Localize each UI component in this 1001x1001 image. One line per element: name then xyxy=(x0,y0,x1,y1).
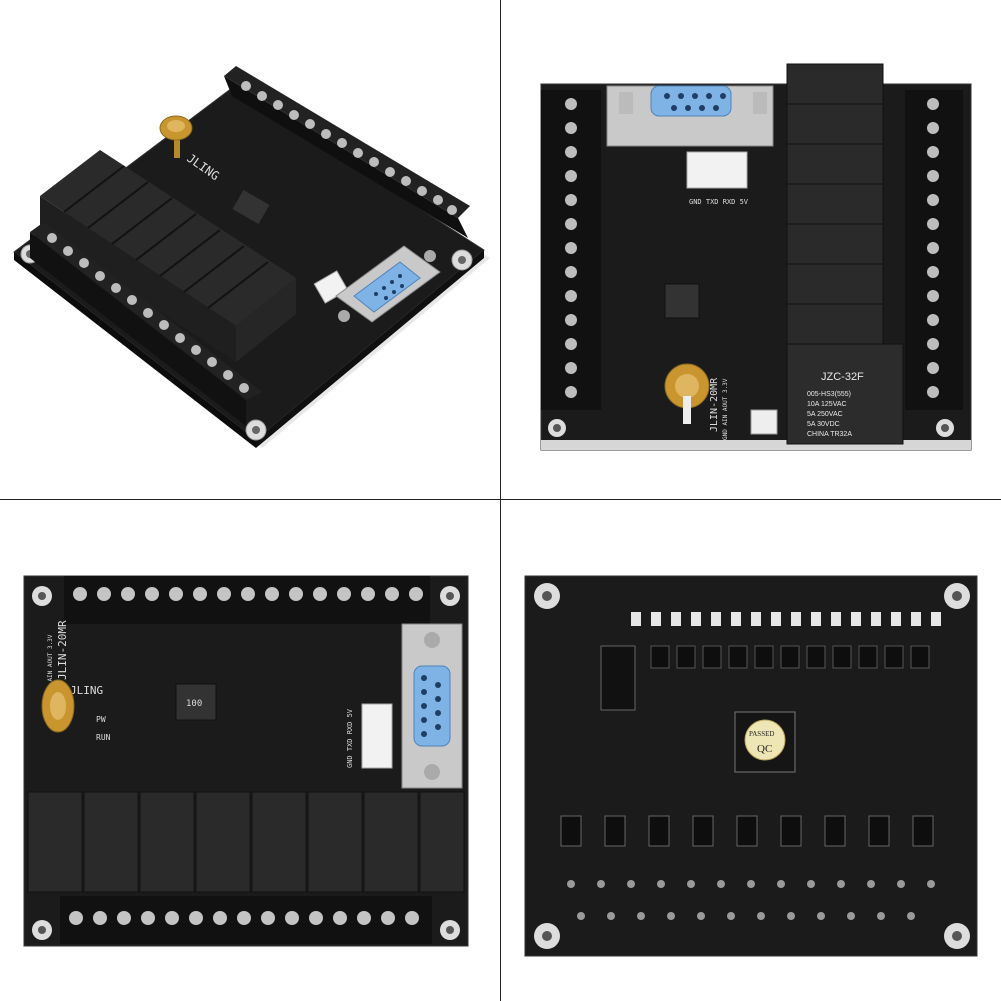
coin-battery xyxy=(159,115,193,158)
slide-switch xyxy=(750,409,778,435)
relay-spec-1: 005-HS3(555) xyxy=(807,391,851,398)
front-view-board-illustration: GND TXD RXD 5V JLIN-20MR GND AIN AOUT 3.… xyxy=(23,575,469,947)
relay-model: JZC-32F xyxy=(821,371,864,383)
terminal-strip-front xyxy=(30,222,262,426)
qc-passed-sticker xyxy=(744,719,786,761)
terminal-strip-top xyxy=(64,576,430,624)
terminal-strip-right xyxy=(905,90,963,410)
relay-row-isometric xyxy=(40,150,296,362)
photo-top-view: JZC-32F 005-HS3(555) 10A 125VAC 5A 250VA… xyxy=(501,0,1001,499)
grid-divider-horizontal xyxy=(0,499,1001,500)
transistor-row xyxy=(650,645,930,669)
model-silkscreen: JLIN-20MR xyxy=(56,620,69,680)
model-silkscreen: JLIN-20MR xyxy=(709,377,720,432)
ic-chip xyxy=(600,645,636,711)
inductor xyxy=(232,189,270,225)
relay-column xyxy=(786,63,904,445)
terminal-strip-back xyxy=(224,66,470,238)
photo-bottom-view: PASSED QC xyxy=(501,500,1001,999)
relay-row xyxy=(27,791,465,893)
db9-connector xyxy=(401,623,463,789)
qc-sticker-line2: QC xyxy=(757,743,772,755)
db9-connector xyxy=(335,245,441,323)
serial-header-label: GND TXD RXD 5V xyxy=(346,708,354,768)
terminal-strip-left xyxy=(541,90,601,410)
grid-divider-vertical xyxy=(500,0,501,1001)
serial-header-label: GND TXD RXD 5V xyxy=(689,198,749,206)
solder-pad-row xyxy=(567,880,935,920)
photo-front-view: GND TXD RXD 5V JLIN-20MR GND AIN AOUT 3.… xyxy=(0,500,500,999)
isometric-board-illustration: JLING xyxy=(13,66,490,448)
inductor-label: 100 xyxy=(186,699,202,709)
relay-spec-4: 5A 30VDC xyxy=(807,421,840,428)
white-connector xyxy=(361,703,393,769)
db9-connector xyxy=(606,85,774,147)
smd-resistor-row xyxy=(631,612,941,626)
relay-labeled xyxy=(786,343,904,445)
pin-header-label: GND AIN AOUT 3.3V xyxy=(722,378,729,440)
top-view-board-illustration: JZC-32F 005-HS3(555) 10A 125VAC 5A 250VA… xyxy=(540,63,972,451)
brand-silkscreen: JLING xyxy=(70,684,103,697)
relay-spec-3: 5A 250VAC xyxy=(807,411,843,418)
qc-sticker-line1: PASSED xyxy=(749,730,774,738)
inductor xyxy=(664,283,700,319)
optocoupler-row xyxy=(560,815,934,847)
terminal-strip-bottom xyxy=(60,896,432,944)
coin-battery xyxy=(41,679,75,733)
pw-label: PW xyxy=(96,715,106,724)
relay-spec-5: CHINA TR32A xyxy=(807,431,852,438)
photo-isometric-view: JLING xyxy=(0,0,500,499)
white-connector xyxy=(686,151,748,189)
coin-battery xyxy=(664,363,710,424)
pin-header-label: GND AIN AOUT 3.3V xyxy=(47,634,54,696)
relay-spec-2: 10A 125VAC xyxy=(807,401,847,408)
run-label: RUN xyxy=(96,733,111,742)
inductor xyxy=(175,683,217,721)
bottom-view-board-illustration: PASSED QC xyxy=(524,575,978,957)
